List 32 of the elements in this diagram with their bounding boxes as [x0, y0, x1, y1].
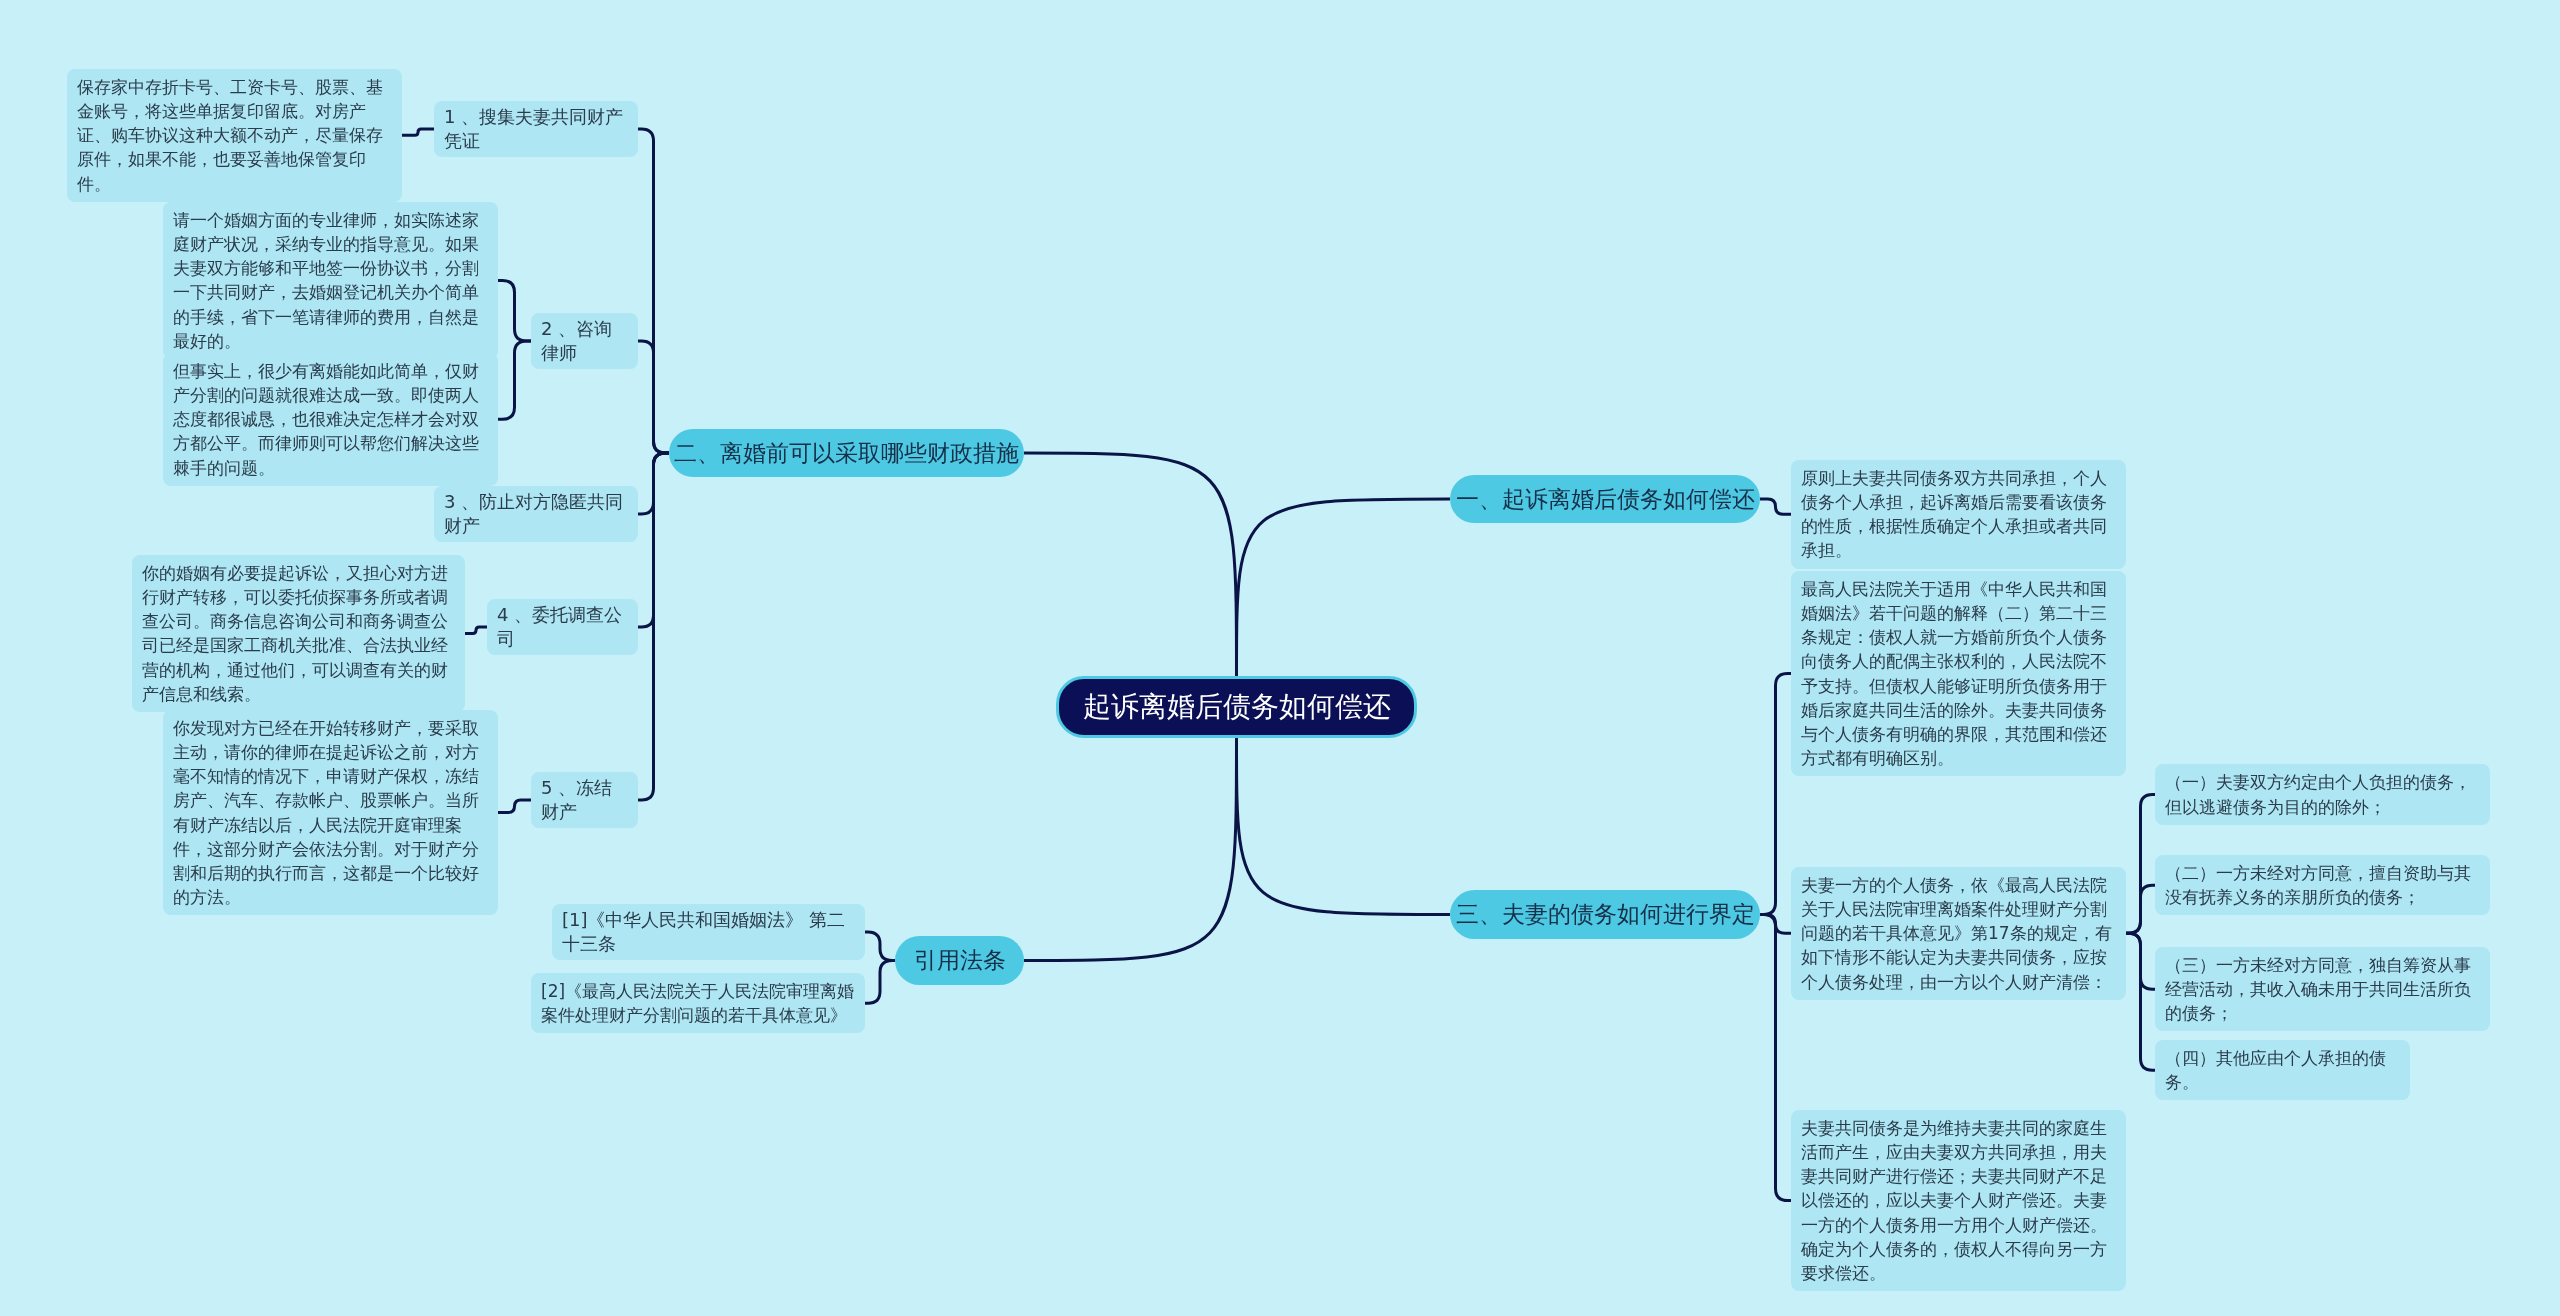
topic-pill: 引用法条 — [895, 936, 1024, 985]
subtopic-box: 4 、委托调查公司 — [487, 599, 638, 655]
connector-line — [498, 798, 531, 814]
text-box: （一）夫妻双方约定由个人负担的债务，但以逃避债务为目的的除外； — [2155, 764, 2490, 825]
text-box: （三）一方未经对方同意，独自筹资从事经营活动，其收入确未用于共同生活所负的债务； — [2155, 947, 2490, 1032]
subtopic-box: 3 、防止对方隐匿共同财产 — [434, 486, 638, 542]
connector-line — [1760, 497, 1791, 516]
topic-pill: 三、夫妻的债务如何进行界定 — [1450, 890, 1760, 939]
subtopic-box: 1 、搜集夫妻共同财产凭证 — [434, 101, 638, 157]
text-box: 夫妻共同债务是为维持夫妻共同的家庭生活而产生，应由夫妻双方共同承担，用夫妻共同财产进行偿还；夫妻共同财产不足以偿还的，应以夫妻个人财产偿还。夫妻一方的个人债务用一方用个人财产偿还。确定为个人债务的，债权人不得向另一方要求偿还。 — [1791, 1110, 2126, 1291]
central-topic: 起诉离婚后债务如何偿还 — [1056, 676, 1417, 738]
subtopic-box: 2 、咨询律师 — [531, 313, 638, 369]
topic-pill: 二、离婚前可以采取哪些财政措施 — [669, 429, 1024, 477]
text-box: 但事实上，很少有离婚能如此简单，仅财产分割的问题就很难达成一致。即使两人态度都很诚恳，也很难决定怎样才会对双方都公平。而律师则可以帮您们解决这些棘手的问题。 — [163, 353, 498, 486]
text-box: 你发现对方已经在开始转移财产，要采取主动，请你的律师在提起诉讼之前，对方毫不知情的情况下，申请财产保权，冻结房产、汽车、存款帐户、股票帐户。当所有财产冻结以后，人民法院开庭审理案件，这部分财产会依法分割。对于财产分割和后期的执行而言，这都是一个比较好的方法。 — [163, 710, 498, 915]
topic-pill: 一、起诉离婚后债务如何偿还 — [1450, 475, 1760, 523]
text-box: （二）一方未经对方同意，擅自资助与其没有抚养义务的亲朋所负的债务； — [2155, 855, 2490, 916]
text-box: [2]《最高人民法院关于人民法院审理离婚案件处理财产分割问题的若干具体意见》 — [531, 973, 865, 1034]
subtopic-box: [1]《中华人民共和国婚姻法》 第二十三条 — [552, 904, 865, 960]
connector-line — [2126, 931, 2155, 1072]
connector-line — [402, 127, 434, 137]
text-box: 你的婚姻有必要提起诉讼，又担心对方进行财产转移，可以委托侦探事务所或者调查公司。商务信息咨询公司和商务调查公司已经是国家工商机关批准、合法执业经营的机构，通过他们，可以调查有关的财产信息和线索。 — [132, 555, 465, 712]
connector-line — [1024, 451, 1238, 676]
subtopic-box: 5 、冻结财产 — [531, 772, 638, 828]
text-box: 原则上夫妻共同债务双方共同承担，个人债务个人承担，起诉离婚后需要看该债务的性质，根据性质确定个人承担或者共同承担。 — [1791, 460, 2126, 569]
text-box: 最高人民法院关于适用《中华人民共和国婚姻法》若干问题的解释（二）第二十三条规定：债权人就一方婚前所负个人债务向债务人的配偶主张权利的，人民法院不予支持。但债权人能够证明所负债务用于婚后家庭共同生活的除外。夫妻共同债务与个人债务有明确的界限，其范围和偿还方式都有明确区别。 — [1791, 571, 2126, 776]
connector-line — [865, 959, 895, 1005]
connector-line — [1024, 738, 1238, 962]
text-box: （四）其他应由个人承担的债务。 — [2155, 1040, 2410, 1101]
connector-line — [465, 625, 487, 635]
text-box: 夫妻一方的个人债务，依《最高人民法院关于人民法院审理离婚案件处理财产分割问题的若干具体意见》第17条的规定，有如下情形不能认定为夫妻共同债务，应按个人债务处理，由一方以个人财产清偿： — [1791, 867, 2126, 1000]
text-box: 保存家中存折卡号、工资卡号、股票、基金账号，将这些单据复印留底。对房产证、购车协议这种大额不动产，尽量保存原件，如果不能，也要妥善地保管复印件。 — [67, 69, 402, 202]
